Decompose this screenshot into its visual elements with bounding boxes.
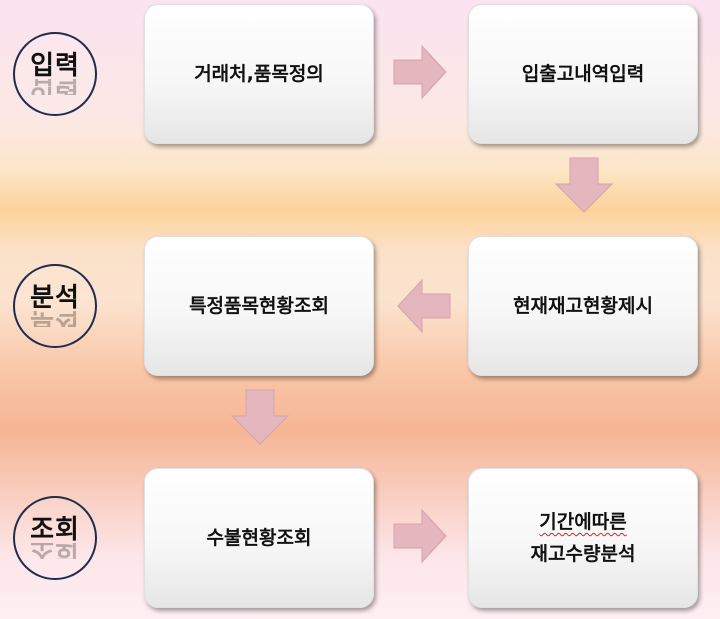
step-box-inout-status-inquiry: 수불현황조회 xyxy=(144,468,374,608)
label-input-text: 입력 xyxy=(30,51,80,81)
step-text: 현재재고현황제시 xyxy=(513,295,653,317)
row-label-input: 입력 입력 xyxy=(13,32,97,116)
label-analysis-reflection: 분석 xyxy=(30,311,80,327)
arrow-left-icon xyxy=(397,278,451,334)
label-analysis-text: 분석 xyxy=(30,283,80,313)
arrow-right-icon xyxy=(393,508,447,564)
step-box-partner-item-definition: 거래처,품목정의 xyxy=(144,4,374,144)
arrow-down-icon xyxy=(230,389,290,445)
step-box-current-stock-status: 현재재고현황제시 xyxy=(468,236,698,376)
step-text-line1: 기간에따른 xyxy=(539,511,627,533)
row-label-inquiry: 조회 조회 xyxy=(13,496,97,580)
step-box-specific-item-inquiry: 특정품목현황조회 xyxy=(144,236,374,376)
step-text: 거래처,품목정의 xyxy=(194,63,324,85)
step-box-period-stock-analysis: 기간에따른 재고수량분석 xyxy=(468,468,698,608)
step-text: 수불현황조회 xyxy=(206,527,312,549)
arrow-right-icon xyxy=(393,44,447,100)
step-box-inout-entry: 입출고내역입력 xyxy=(468,4,698,144)
label-inquiry-text: 조회 xyxy=(30,515,80,545)
row-label-analysis: 분석 분석 xyxy=(13,264,97,348)
label-inquiry-reflection: 조회 xyxy=(30,543,80,559)
step-text: 특정품목현황조회 xyxy=(189,295,329,317)
step-text: 입출고내역입력 xyxy=(521,63,645,85)
label-input-reflection: 입력 xyxy=(30,79,80,95)
step-text-line2: 재고수량분석 xyxy=(530,543,636,565)
arrow-down-icon xyxy=(554,157,614,213)
